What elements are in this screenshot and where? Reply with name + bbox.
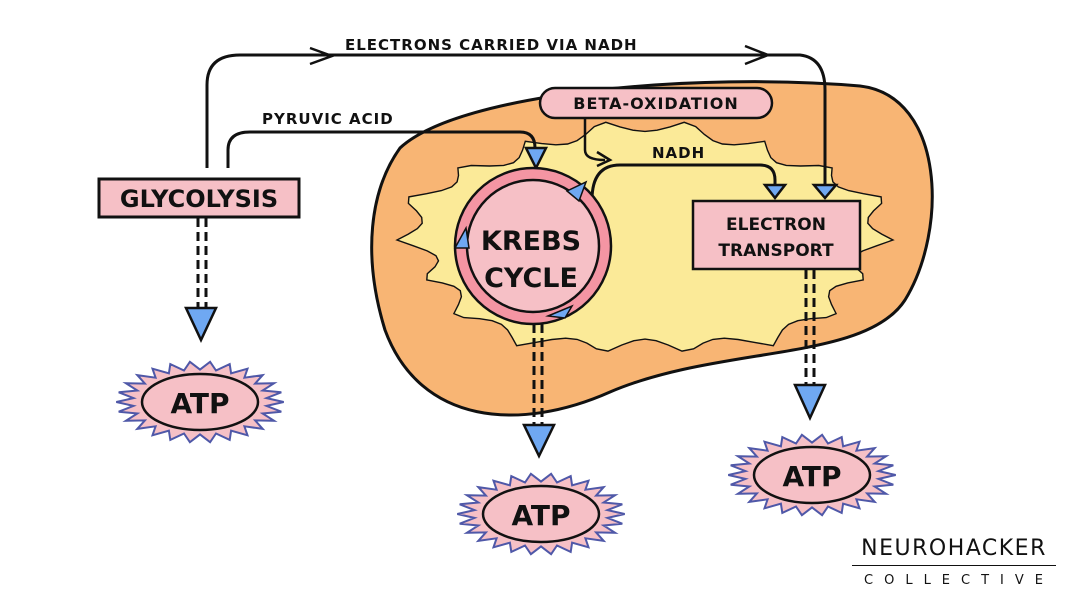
atp-burst: ATP: [457, 472, 625, 556]
chevron-icon: [309, 46, 336, 66]
electrons-label: ELECTRONS CARRIED VIA NADH: [345, 36, 638, 54]
glycolysis-box: [97, 177, 301, 219]
atp-label: ATP: [782, 460, 841, 493]
arrowhead-icon: [811, 183, 839, 200]
electron-transport-label-line2: TRANSPORT: [718, 241, 834, 261]
pyruvic-arrow: [226, 130, 537, 168]
pyruvic-label: PYRUVIC ACID: [262, 110, 394, 128]
arrowhead-icon: [184, 306, 218, 343]
arrowhead-icon: [522, 423, 556, 459]
logo-line1: NEUROHACKER: [852, 536, 1056, 566]
electron-transport-label-line1: ELECTRON: [726, 215, 826, 235]
glycolysis-label: GLYCOLYSIS: [120, 185, 278, 213]
nadh-label: NADH: [652, 144, 705, 162]
arrowhead-icon: [793, 383, 827, 422]
atp-label: ATP: [170, 387, 229, 420]
cycle-arrow-icon: [565, 180, 588, 203]
cycle-arrow-icon: [453, 225, 470, 249]
chevron-icon: [744, 44, 772, 66]
arrowhead-icon: [523, 146, 549, 171]
atp-label: ATP: [511, 499, 570, 532]
atp-burst: ATP: [116, 360, 284, 444]
electron-transport-box: [691, 199, 862, 271]
atp-burst: ATP: [728, 433, 896, 517]
arrowhead-icon: [762, 183, 788, 201]
krebs-label-line2: CYCLE: [484, 263, 578, 294]
beta-oxidation-box: [538, 86, 774, 120]
neurohacker-logo: NEUROHACKER COLLECTIVE: [852, 536, 1056, 588]
logo-line2: COLLECTIVE: [864, 573, 1054, 588]
krebs-label-line1: KREBS: [481, 226, 581, 257]
beta-oxidation-label: BETA-OXIDATION: [573, 94, 738, 113]
electrons-arrow: [205, 53, 827, 185]
chevron-icon: [596, 150, 613, 168]
cycle-arrow-icon: [545, 304, 574, 319]
nadh-arrow: [590, 163, 777, 201]
